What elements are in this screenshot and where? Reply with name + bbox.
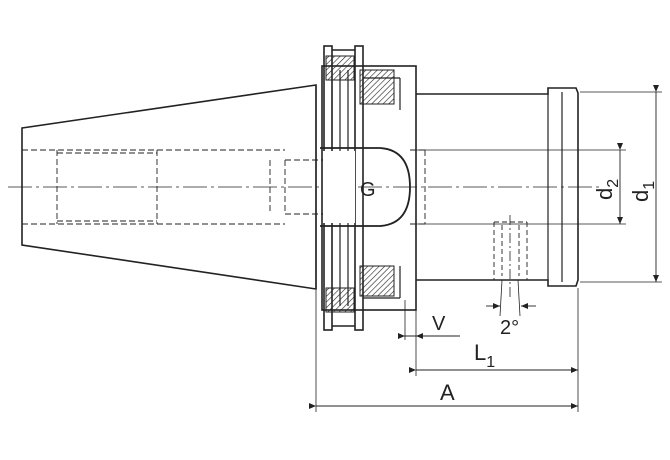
label-d2: d2: [592, 179, 622, 200]
label-d2-sub: 2: [605, 179, 622, 188]
label-d2-main: d: [592, 188, 617, 200]
label-d1: d1: [628, 181, 658, 202]
label-v: V: [432, 313, 446, 335]
label-l1-sub: 1: [486, 354, 495, 371]
label-d1-main: d: [628, 190, 653, 202]
thread-pocket: [320, 147, 411, 227]
dimension-lines: [309, 85, 659, 409]
radial-hole-hidden: [493, 221, 528, 280]
taper-bore-hidden: [22, 149, 325, 225]
shank: [416, 87, 579, 287]
label-thread-g: G: [360, 179, 376, 201]
label-angle: 2°: [500, 317, 519, 339]
label-l1: L1: [474, 340, 495, 371]
label-l1-main: L: [474, 340, 486, 365]
extension-lines: [315, 91, 662, 412]
label-d1-sub: 1: [641, 181, 658, 190]
label-a: A: [440, 380, 455, 405]
drive-slot-hatching: [325, 55, 395, 313]
thread-pocket-inner: [323, 151, 355, 223]
